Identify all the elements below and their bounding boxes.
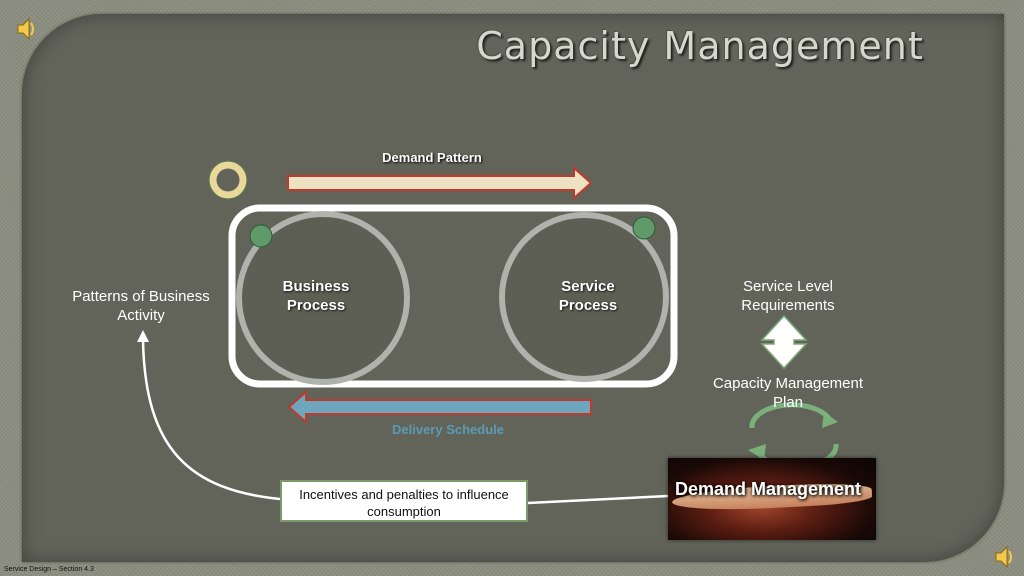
ring-icon (208, 160, 248, 200)
green-node-icon (632, 216, 656, 240)
speaker-icon[interactable] (995, 545, 1012, 569)
capacity-management-plan-label: Capacity Management Plan (712, 375, 864, 411)
service-process-label: Service Process (558, 278, 618, 314)
double-arrow-icon (760, 314, 808, 370)
business-process-node (236, 211, 410, 385)
business-process-label: Business Process (282, 278, 350, 314)
demand-pattern-arrow (287, 165, 593, 201)
delivery-schedule-label: Delivery Schedule (392, 422, 504, 437)
slide-title: Capacity Management (476, 24, 924, 68)
patterns-of-business-activity-label: Patterns of Business Activity (72, 288, 210, 324)
speaker-icon[interactable] (17, 17, 34, 41)
arrowhead-icon (748, 444, 766, 460)
green-node-icon (249, 224, 273, 248)
process-container (228, 204, 678, 388)
service-process-node (499, 212, 669, 382)
feedback-curve-arrow (141, 339, 281, 501)
incentives-label: Incentives and penalties to influence co… (299, 487, 509, 519)
demand-management-label: Demand Management (674, 479, 862, 499)
footer-text: Service Design – Section 4.3 (4, 566, 94, 573)
delivery-schedule-arrow (287, 389, 592, 425)
demand-pattern-label: Demand Pattern (382, 150, 482, 165)
demand-management-image (668, 458, 876, 540)
connector-line (527, 494, 669, 505)
incentives-box: Incentives and penalties to influence co… (280, 480, 528, 522)
service-level-requirements-label: Service Level Requirements (741, 278, 835, 314)
arrowhead-icon (137, 330, 149, 342)
arrowhead-icon (822, 412, 838, 428)
